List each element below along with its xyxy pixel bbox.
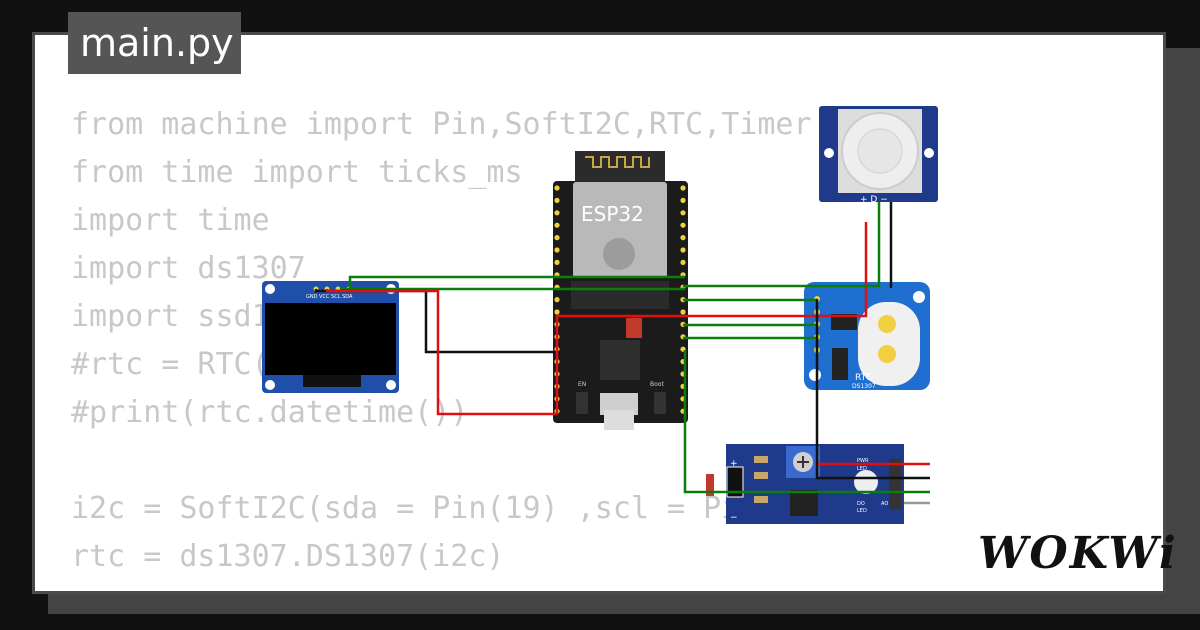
- oled-display[interactable]: GND VCC SCL SDA: [262, 281, 399, 393]
- oled-pin-labels: GND VCC SCL SDA: [306, 294, 353, 300]
- wire-power-rail: [555, 222, 868, 414]
- code-line: import time: [71, 203, 270, 238]
- code-line: import ds1307: [71, 251, 306, 286]
- code-line: rtc = ds1307.DS1307(i2c): [71, 539, 505, 574]
- esp32-right-pin: [680, 222, 686, 228]
- esp32-right-pin: [680, 259, 686, 265]
- code-line: from time import ticks_ms: [71, 155, 523, 190]
- esp32-right-pin: [680, 185, 686, 191]
- wire-pir-data: [683, 202, 881, 288]
- esp32-left-pin: [554, 309, 560, 315]
- wire-oled-vcc: [325, 289, 557, 416]
- esp32-left-pin: [554, 297, 560, 303]
- pir-pin-labels: + D −: [860, 195, 888, 205]
- esp32-left-pin: [554, 210, 560, 216]
- esp32-right-pin: [680, 309, 686, 315]
- rtc-sublabel: DS1307: [852, 383, 876, 390]
- esp32-board[interactable]: ESP32 EN Boot: [553, 151, 688, 430]
- led2-label: LED: [857, 508, 867, 514]
- rtc-module[interactable]: RTC DS1307: [804, 282, 930, 390]
- ao-label: AO: [881, 501, 888, 507]
- do-label: DO: [857, 501, 865, 507]
- code-line: #print(rtc.datetime()): [71, 395, 469, 430]
- esp32-right-pin: [680, 235, 686, 241]
- esp32-right-pin: [680, 197, 686, 203]
- en-label: EN: [578, 381, 586, 388]
- wokwi-logo: WOKWi: [978, 528, 1178, 579]
- esp32-left-pin: [554, 197, 560, 203]
- esp32-left-pin: [554, 235, 560, 241]
- sensor-minus: −: [730, 513, 738, 523]
- code-line: from machine import Pin,SoftI2C,RTC,Time…: [71, 107, 812, 142]
- esp32-left-pin: [554, 259, 560, 265]
- esp32-right-pin: [680, 247, 686, 253]
- esp32-left-pin: [554, 247, 560, 253]
- code-preview: from machine import Pin,SoftI2C,RTC,Time…: [71, 101, 848, 591]
- esp32-right-pin: [680, 210, 686, 216]
- esp32-left-pin: [554, 185, 560, 191]
- rtc-label: RTC: [855, 373, 872, 383]
- wire-sensor-do: [683, 350, 930, 494]
- sensor-module[interactable]: + − PWR LED DO LED AO: [706, 444, 904, 524]
- pwr-label: PWR: [857, 458, 869, 464]
- code-line: import ssd1306: [71, 299, 324, 334]
- boot-label: Boot: [650, 381, 664, 388]
- code-line: oled = ssd1306.SSD1306_I2C(128,64,i2c): [71, 581, 848, 591]
- esp32-left-pin: [554, 222, 560, 228]
- pir-sensor[interactable]: + D −: [819, 106, 938, 205]
- wire-oled-scl: [348, 275, 685, 289]
- filename-tab[interactable]: main.py: [68, 12, 241, 74]
- led-label: LED: [857, 466, 867, 472]
- sensor-plus: +: [730, 459, 738, 469]
- wires: [314, 202, 930, 505]
- esp32-label: ESP32: [581, 202, 644, 226]
- wire-rtc-gnd: [815, 299, 930, 480]
